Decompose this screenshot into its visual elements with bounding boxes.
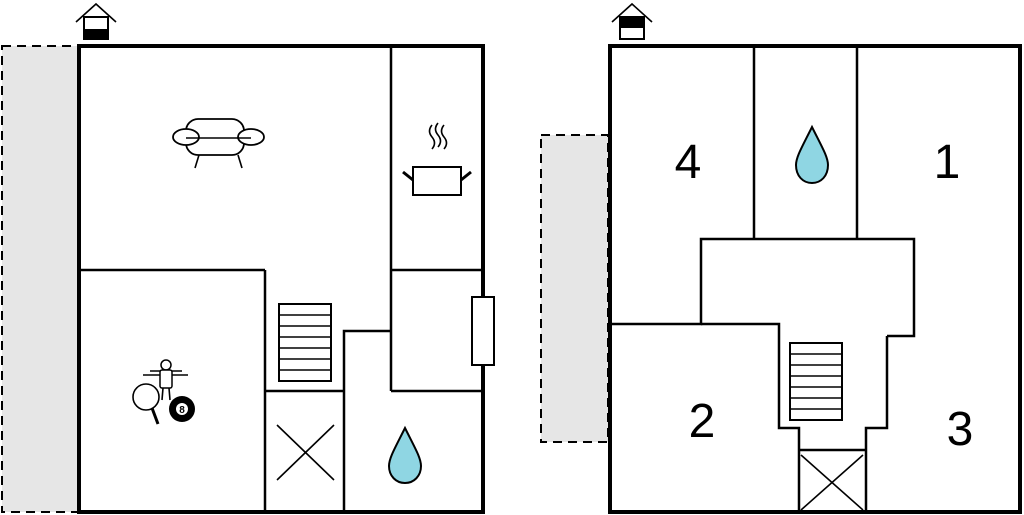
upper-floor: 4 1 2 3	[540, 2, 1022, 514]
void-area-cross	[276, 424, 335, 481]
bedroom-label-3: 3	[947, 403, 974, 456]
bedroom-label-2: 2	[689, 395, 716, 448]
window	[471, 296, 495, 366]
staircase	[789, 342, 843, 421]
bedroom-label-4: 4	[675, 136, 702, 189]
ground-floor-walls	[79, 46, 483, 512]
void-area-cross	[800, 454, 864, 511]
upper-floor-walls	[610, 46, 916, 512]
entrance-icon	[75, 2, 117, 40]
terrace-area	[1, 45, 79, 513]
bedroom-label-1: 1	[934, 136, 961, 189]
balcony-area	[540, 134, 609, 443]
staircase	[278, 303, 332, 382]
ground-floor-outline	[77, 44, 485, 514]
kitchen-pot-icon	[402, 122, 472, 196]
billiard-ball-number: 8	[179, 405, 185, 416]
games-icon: 8	[132, 359, 195, 425]
ground-floor: 8	[1, 2, 495, 514]
entrance-icon	[611, 2, 653, 40]
upper-floor-outline	[608, 44, 1022, 514]
bathroom-water-icon	[794, 124, 830, 185]
bathroom-water-icon	[387, 425, 423, 485]
sofa-icon	[172, 118, 265, 169]
